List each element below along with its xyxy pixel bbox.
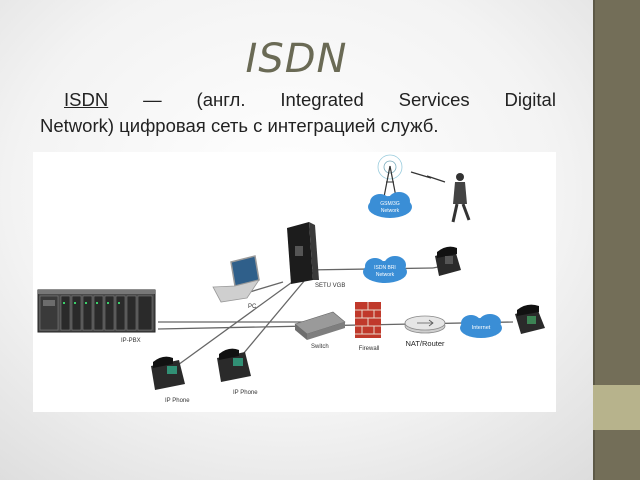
gateway-label: SETU VGB xyxy=(315,283,345,289)
body-word: Digital xyxy=(504,89,556,110)
ip-pbx-rack-icon xyxy=(37,289,156,333)
network-diagram-svg: GSM/3G Network SETU VGB xyxy=(37,154,545,404)
nat-router-label: NAT/Router xyxy=(405,339,445,348)
body-word: (англ. xyxy=(196,89,246,110)
laptop-icon xyxy=(212,255,260,303)
ip-phone-2-label: IP Phone xyxy=(233,390,258,396)
gsm-label: GSM/3G xyxy=(380,201,400,207)
connection-lines xyxy=(157,263,539,371)
sidebar-edge xyxy=(593,0,595,480)
wireless-signal-icon xyxy=(410,171,446,183)
antenna-tower-icon xyxy=(377,154,403,198)
body-line-1: ISDN — (англ. Integrated Services Digita… xyxy=(40,87,556,113)
network-diagram: GSM/3G Network SETU VGB xyxy=(33,152,556,412)
body-word: — xyxy=(143,89,162,110)
decorative-sidebar xyxy=(593,0,640,480)
line-gateway-ipphone1 xyxy=(170,279,296,371)
isdn-label: ISDN BRI xyxy=(374,265,396,271)
isdn-link[interactable]: ISDN xyxy=(64,89,109,110)
gsm-label-2: Network xyxy=(381,208,400,214)
slide-title: ISDN xyxy=(245,36,348,82)
ippbx-label: IP-PBX xyxy=(121,338,141,344)
router-icon xyxy=(404,315,446,334)
body-line-2: Network) цифровая сеть с интеграцией слу… xyxy=(40,115,439,136)
body-word: Services xyxy=(398,89,470,110)
line-gateway-ipphone2 xyxy=(237,279,306,361)
voip-gateway-icon xyxy=(287,222,319,284)
slide: ISDN ISDN — (англ. Integrated Services D… xyxy=(33,36,556,412)
sidebar-accent-block xyxy=(593,385,640,430)
pc-label: PC xyxy=(248,304,257,310)
desk-phone-icon xyxy=(435,246,461,276)
switch-label: Switch xyxy=(311,344,329,350)
ip-phone-icon xyxy=(217,348,251,382)
isdn-cloud-icon: ISDN BRI Network xyxy=(363,256,407,283)
slide-body: ISDN — (англ. Integrated Services Digita… xyxy=(40,87,556,139)
firewall-label: Firewall xyxy=(359,346,380,352)
desk-phone-icon xyxy=(515,304,545,334)
body-word: Integrated xyxy=(280,89,364,110)
network-switch-icon xyxy=(294,311,346,340)
firewall-icon xyxy=(355,302,381,338)
person-icon xyxy=(451,173,471,223)
isdn-label-2: Network xyxy=(376,272,395,278)
ip-phone-icon xyxy=(151,356,185,390)
gsm-cloud-icon: GSM/3G Network xyxy=(368,192,412,218)
internet-label: Internet xyxy=(472,325,491,331)
internet-cloud-icon: Internet xyxy=(460,314,502,338)
ip-phone-1-label: IP Phone xyxy=(165,398,190,404)
